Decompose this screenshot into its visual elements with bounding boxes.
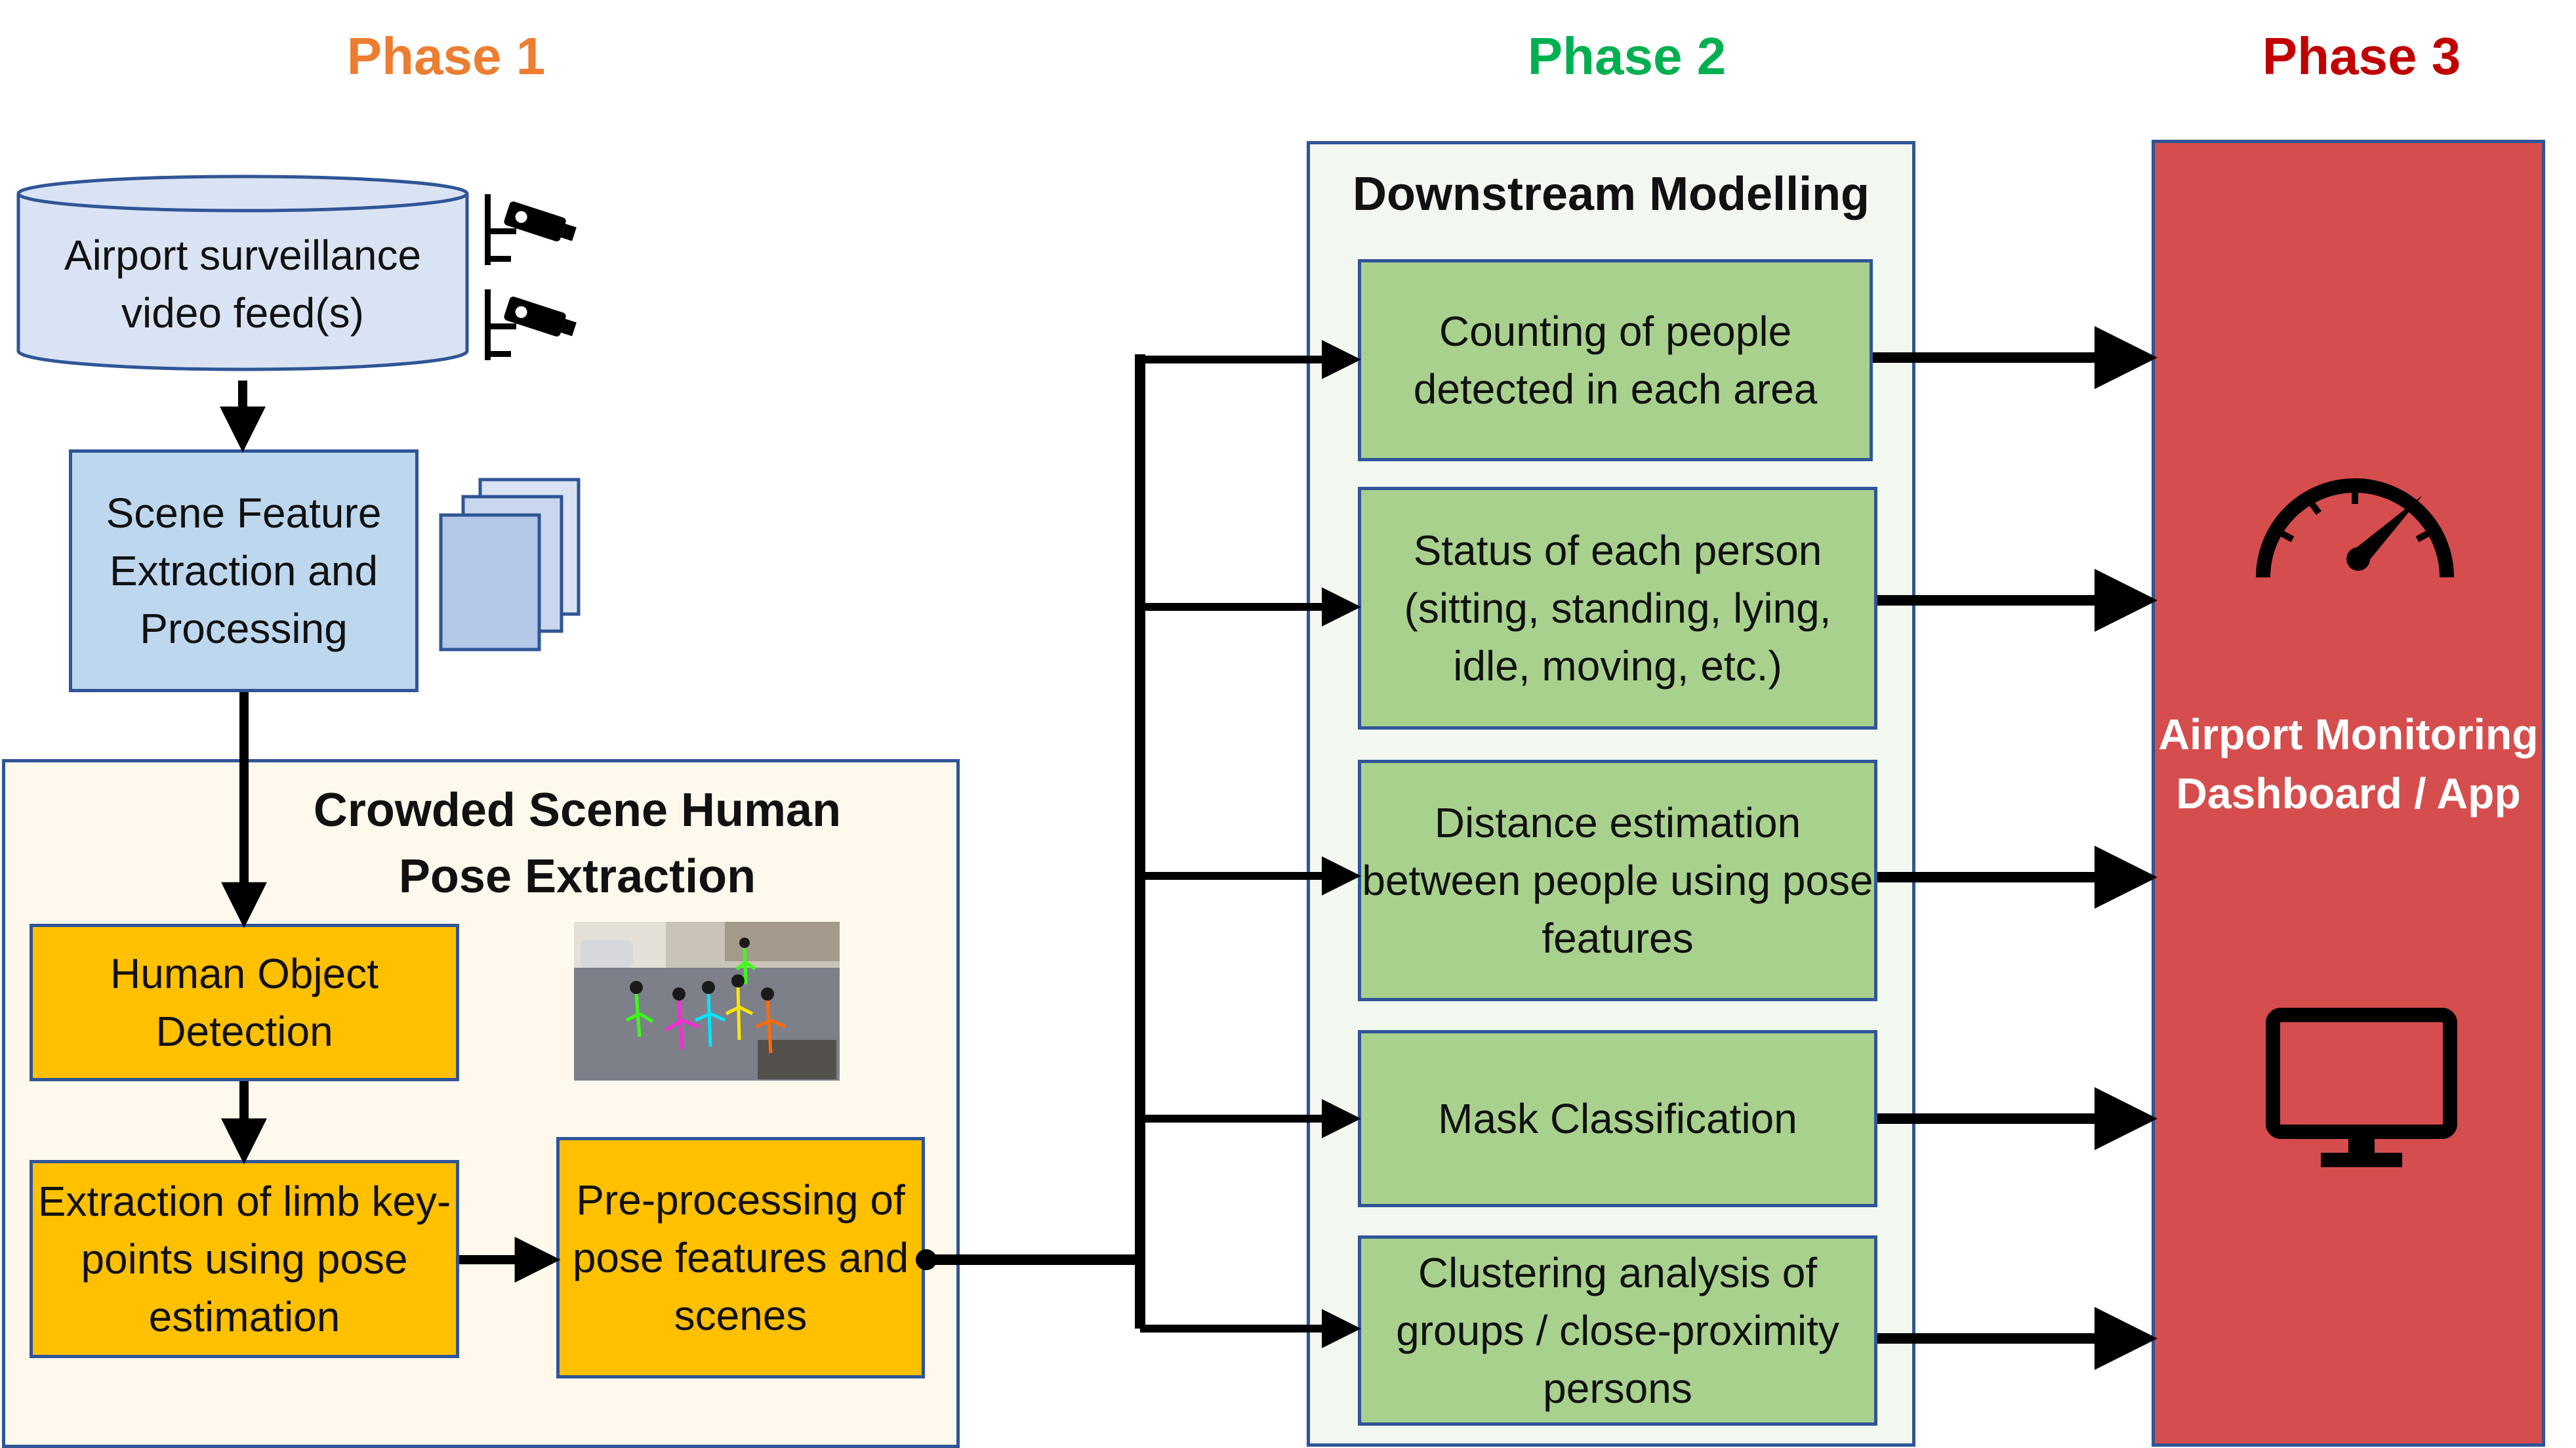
connector-dot xyxy=(916,1249,937,1270)
task-status-label: Status of each person (sitting, standing… xyxy=(1404,526,1831,690)
speedometer-icon xyxy=(2256,478,2454,578)
task-mask-label: Mask Classification xyxy=(1438,1094,1797,1142)
scene-feature-box: Scene Feature Extraction and Processing xyxy=(69,449,419,692)
task-distance-label: Distance estimation between people using… xyxy=(1362,798,1873,962)
task-counting-label: Counting of people detected in each area xyxy=(1413,307,1818,413)
dashboard-panel xyxy=(2152,140,2545,1447)
task-clustering-box: Clustering analysis of groups / close-pr… xyxy=(1358,1235,1877,1426)
limb-extraction-box: Extraction of limb key-points using pose… xyxy=(30,1160,459,1358)
preprocessing-label: Pre-processing of pose features and scen… xyxy=(572,1176,909,1340)
phase-3-label: Phase 3 xyxy=(2262,27,2461,85)
phase-2-label: Phase 2 xyxy=(1527,27,1727,85)
documents-stack-icon xyxy=(439,478,581,652)
preprocessing-box: Pre-processing of pose features and scen… xyxy=(556,1137,925,1378)
video-feed-cylinder xyxy=(16,175,469,371)
cctv-camera-icon xyxy=(485,194,577,265)
task-counting-box: Counting of people detected in each area xyxy=(1358,259,1873,461)
task-status-box: Status of each person (sitting, standing… xyxy=(1358,487,1877,730)
downstream-modelling-title: Downstream Modelling xyxy=(1352,168,1870,220)
scene-feature-label: Scene Feature Extraction and Processing xyxy=(106,489,382,653)
cctv-camera-icon xyxy=(485,289,577,360)
pose-panel-title: Crowded Scene Human Pose Extraction xyxy=(313,784,842,903)
human-detection-label: Human Object Detection xyxy=(110,949,379,1055)
task-distance-box: Distance estimation between people using… xyxy=(1358,760,1877,1001)
task-mask-box: Mask Classification xyxy=(1358,1030,1877,1207)
dashboard-label: Airport Monitoring Dashboard / App xyxy=(2158,710,2539,817)
limb-extraction-label: Extraction of limb key-points using pose… xyxy=(37,1177,451,1341)
phase-1-label: Phase 1 xyxy=(346,27,546,85)
task-clustering-label: Clustering analysis of groups / close-pr… xyxy=(1396,1249,1839,1413)
pose-sample-image xyxy=(574,922,840,1081)
monitor-icon xyxy=(2266,1008,2457,1167)
video-feed-label: Airport surveillance video feed(s) xyxy=(64,232,422,337)
